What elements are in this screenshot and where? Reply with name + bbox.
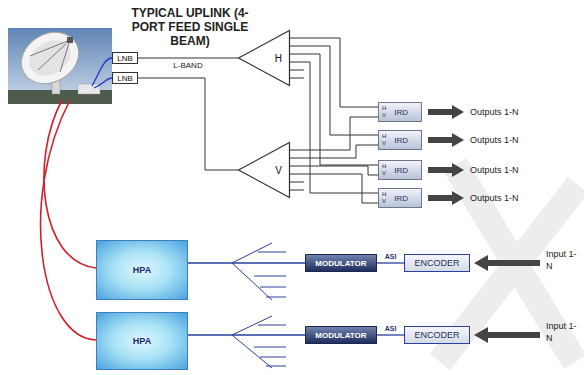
rf-signal-line — [377, 334, 404, 335]
combiner-port-line — [254, 325, 286, 366]
l-band-cable — [138, 78, 238, 170]
splitter-spare-ports — [290, 70, 304, 190]
dish-reflector — [12, 22, 88, 94]
port-letters: HV — [382, 105, 386, 119]
port-letter: V — [382, 198, 386, 205]
encoder-box: ENCODER — [404, 326, 470, 344]
ird-box: HV IRD — [378, 130, 422, 150]
signal-label: Outputs 1-N — [470, 164, 519, 176]
port-letter: H — [382, 133, 386, 140]
box-label: MODULATOR — [315, 331, 366, 340]
modulator-box: MODULATOR — [305, 326, 377, 344]
splitter-triangle-shape — [239, 143, 290, 198]
port-letter: H — [382, 105, 386, 112]
hpa-waveguide — [41, 100, 96, 340]
port-letters: HV — [382, 191, 386, 205]
port-letter: V — [382, 140, 386, 147]
output-arrow — [428, 163, 464, 177]
port-letter: V — [382, 170, 386, 177]
splitter-triangle: V — [238, 142, 290, 198]
splitter-triangle: H — [238, 30, 290, 86]
l-band-cable — [290, 38, 378, 107]
feed-support — [30, 40, 70, 72]
port-letters: HV — [382, 163, 386, 177]
encoder-box: ENCODER — [404, 254, 470, 272]
splitter-triangle-shape — [239, 31, 290, 86]
hpa-waveguide — [44, 100, 96, 268]
spare-port-line — [290, 70, 304, 78]
photo-hut — [78, 84, 100, 94]
edge-label: ASI — [384, 324, 398, 333]
l-band-cable — [290, 62, 378, 193]
signal-label: Outputs 1-N — [470, 192, 519, 204]
input-arrow — [474, 255, 540, 271]
modulator-box: MODULATOR — [305, 254, 377, 272]
box-label: HPA — [133, 336, 151, 346]
l-band-cable — [138, 58, 238, 59]
box-label: LNB — [117, 74, 133, 83]
signal-label: Input 1-N — [546, 248, 580, 272]
lnb-cable — [94, 78, 112, 88]
ird-box: HV IRD — [378, 188, 422, 208]
output-arrow — [428, 133, 464, 147]
diagram-title: TYPICAL UPLINK (4-PORT FEED SINGLE BEAM) — [122, 6, 258, 48]
box-label: ENCODER — [414, 330, 459, 340]
hpa-box: HPA — [96, 312, 188, 370]
spare-port-line — [290, 182, 304, 190]
l-band-cable — [290, 174, 378, 203]
output-arrow — [428, 105, 464, 119]
rf-signal-line — [188, 262, 305, 263]
box-label: H — [275, 53, 282, 64]
ird-box: HV IRD — [378, 102, 422, 122]
port-letter: H — [382, 163, 386, 170]
box-label: MODULATOR — [315, 259, 366, 268]
box-label: IRD — [394, 136, 408, 145]
lnb-cable — [92, 58, 112, 86]
box-label: HPA — [133, 265, 151, 275]
combiner-port-line — [254, 252, 286, 297]
lnb-box: LNB — [112, 72, 138, 84]
signal-arrows — [428, 105, 540, 343]
edge-label: ASI — [384, 252, 398, 261]
l-band-cable — [290, 54, 378, 165]
rf-signal-line — [188, 334, 305, 335]
satellite-dish-photo — [8, 22, 112, 104]
l-band-cable — [290, 145, 378, 158]
combiner-outline — [232, 316, 272, 368]
hpa-box: HPA — [96, 240, 188, 300]
box-label: LNB — [117, 54, 133, 63]
port-letters: HV — [382, 133, 386, 147]
splitter-outline — [238, 142, 290, 198]
combiner-symbol — [232, 243, 286, 368]
box-label: IRD — [394, 166, 408, 175]
output-arrow — [428, 191, 464, 205]
feed-horn — [67, 37, 73, 43]
dish-inner — [23, 33, 77, 83]
box-label: IRD — [394, 194, 408, 203]
rf-signal-line — [377, 262, 404, 263]
signal-label: Outputs 1-N — [470, 134, 519, 146]
box-label: V — [275, 165, 282, 176]
port-letter: H — [382, 191, 386, 198]
splitter-outline — [238, 30, 290, 86]
ird-box: HV IRD — [378, 160, 422, 180]
lnb-box: LNB — [112, 52, 138, 64]
box-label: ENCODER — [414, 258, 459, 268]
box-label: IRD — [394, 108, 408, 117]
l-band-cable — [290, 46, 378, 135]
signal-label: Outputs 1-N — [470, 106, 519, 118]
signal-label: Input 1-N — [546, 320, 580, 344]
port-letter: V — [382, 112, 386, 119]
input-arrow — [474, 327, 540, 343]
edge-label: L-BAND — [172, 61, 203, 71]
